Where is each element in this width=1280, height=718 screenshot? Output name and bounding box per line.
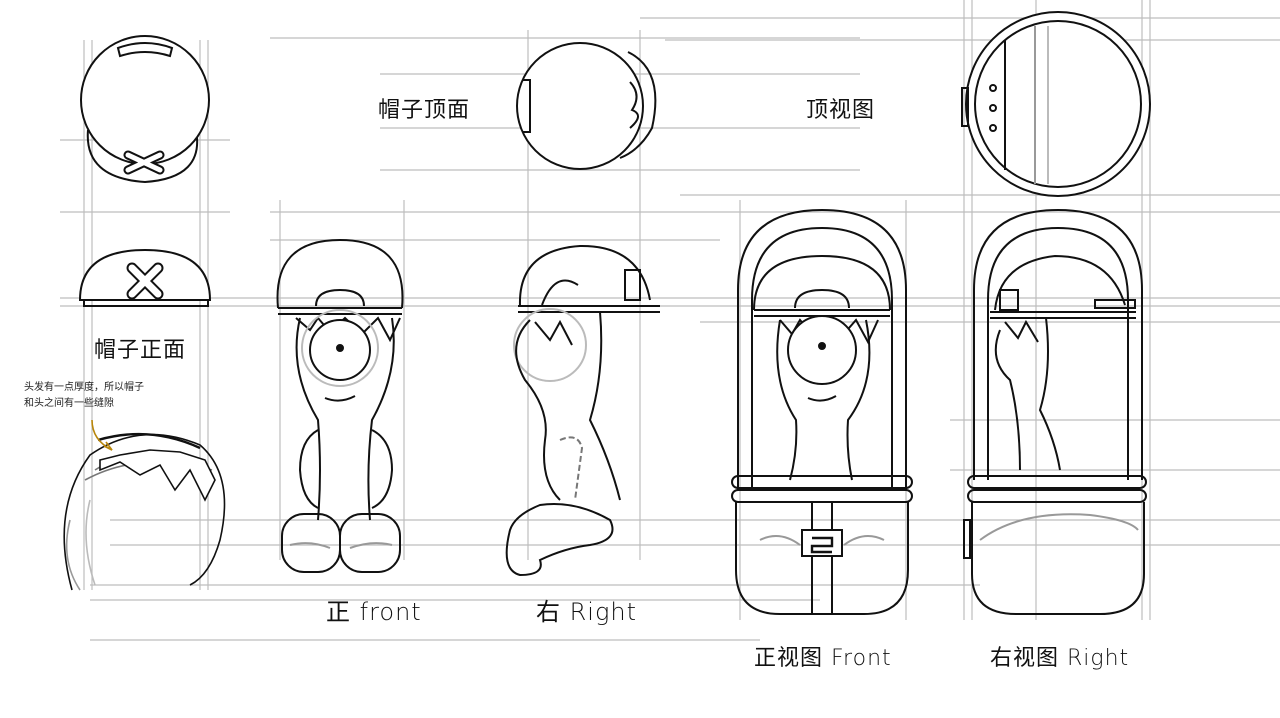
capsule-right-sketch — [963, 208, 1147, 615]
hair-note: 头发有一点厚度，所以帽子 和头之间有一些缝隙 — [24, 380, 144, 412]
hair-detail-sketch — [63, 432, 226, 591]
right-label: 右 Right — [536, 598, 637, 626]
hat-top-large-sketch — [516, 42, 657, 170]
annotation-arrow — [91, 419, 113, 451]
pin-icon — [989, 84, 997, 132]
hat-top-label: 帽子顶面 — [378, 98, 471, 123]
right-view-label: 右视图 Right — [990, 646, 1130, 671]
x-mark-icon — [123, 150, 165, 175]
x-mark-icon — [126, 262, 164, 300]
hair-note-line2: 和头之间有一些缝隙 — [24, 398, 114, 409]
character-right-sketch — [505, 244, 660, 577]
front-view-label: 正视图 Front — [754, 646, 892, 671]
hat-top-sketch — [80, 35, 210, 184]
top-view-label: 顶视图 — [806, 98, 876, 123]
capsule-front-sketch — [731, 208, 913, 615]
hat-front-sketch — [78, 248, 212, 307]
character-front-sketch — [276, 238, 404, 573]
front-label: 正 front — [326, 598, 422, 626]
hair-note-line1: 头发有一点厚度，所以帽子 — [24, 382, 144, 393]
guide-lines — [60, 0, 1280, 641]
hat-front-label: 帽子正面 — [94, 338, 187, 363]
top-view-sketch — [961, 11, 1151, 197]
